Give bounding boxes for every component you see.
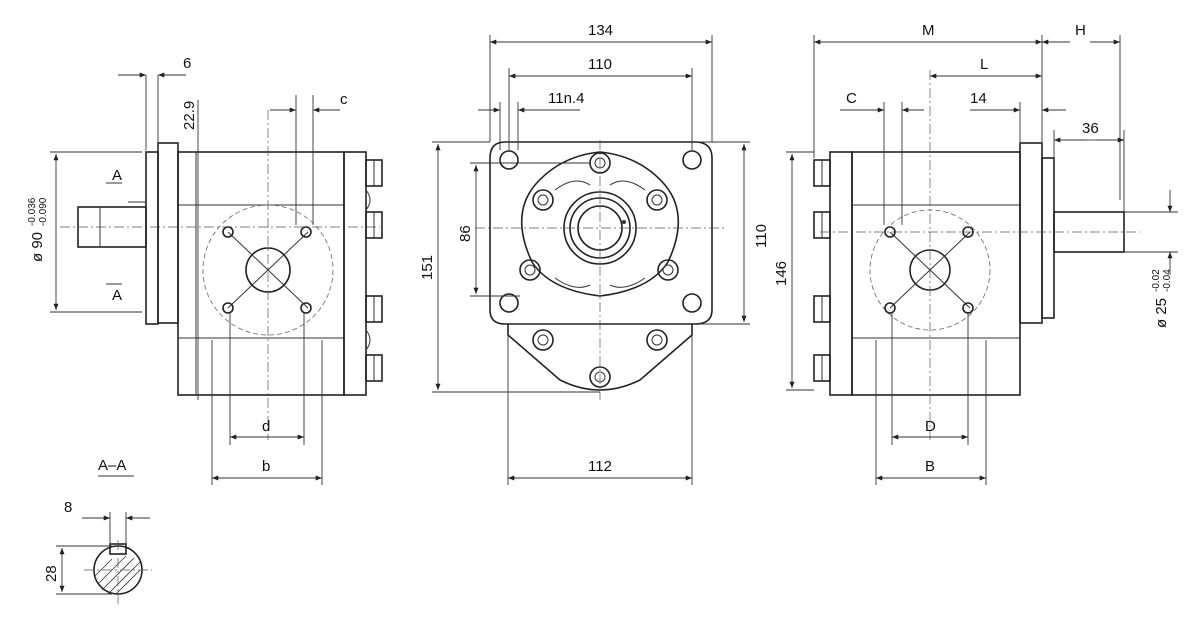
dim-112: 112 — [588, 458, 612, 475]
right-side-view: M H L C 14 36 146 — [773, 22, 1178, 485]
dim-shaft-diameter-left: ø 90 -0.036 -0.090 — [27, 197, 49, 262]
front-bolt-holes — [519, 152, 679, 388]
front-shaft-bore — [563, 191, 637, 265]
dim-c: c — [340, 91, 348, 108]
front-housing-lobes — [520, 151, 680, 297]
dim-36: 36 — [1082, 120, 1099, 137]
front-flange-plate — [489, 141, 713, 325]
section-marker-top: A — [112, 167, 122, 184]
left-end-cover — [343, 151, 367, 396]
front-lower-lobe — [507, 324, 693, 391]
dim-86: 86 — [457, 225, 474, 242]
dim-28: 28 — [43, 565, 60, 582]
dim-H: H — [1075, 22, 1086, 39]
dim-b: b — [262, 458, 270, 475]
svg-text:-0.036: -0.036 — [27, 197, 38, 226]
section-title: A–A — [98, 457, 126, 474]
dim-14: 14 — [970, 90, 987, 107]
right-pump-body — [851, 151, 1021, 396]
dim-d: d — [262, 418, 270, 435]
left-bolt-heads — [365, 159, 383, 382]
right-end-cover — [829, 151, 853, 396]
dim-151: 151 — [419, 255, 436, 280]
svg-text:-0.04: -0.04 — [1162, 269, 1173, 292]
dim-11n4: 11n.4 — [548, 90, 584, 107]
dim-B: B — [925, 458, 935, 475]
dim-110-side: 110 — [753, 224, 770, 248]
left-mount-flange — [145, 151, 159, 325]
svg-text:-0.02: -0.02 — [1151, 269, 1162, 292]
dim-L: L — [980, 56, 988, 73]
dim-6: 6 — [183, 55, 191, 72]
svg-text:ø 90: ø 90 — [29, 232, 46, 262]
right-mount-flange — [1019, 142, 1043, 324]
dim-8: 8 — [64, 499, 72, 516]
section-a-a: A–A 8 28 — [43, 457, 152, 605]
svg-text:ø 25: ø 25 — [1153, 298, 1170, 328]
dim-M: M — [922, 22, 935, 39]
svg-text:-0.090: -0.090 — [38, 197, 49, 226]
dim-shaft-diameter-right: ø 25 -0.02 -0.04 — [1151, 269, 1173, 328]
dim-C: C — [846, 90, 857, 107]
front-view: 134 110 11n.4 151 86 110 — [419, 22, 770, 485]
dim-D: D — [925, 418, 936, 435]
left-side-view: A A 6 22.9 c ø 90 -0.036 -0.090 — [27, 55, 383, 485]
dim-134: 134 — [588, 22, 613, 39]
dim-146: 146 — [773, 261, 790, 286]
dim-110-top: 110 — [588, 56, 612, 73]
section-marker-bottom: A — [112, 287, 122, 304]
dim-22-9: 22.9 — [181, 101, 198, 130]
right-bolt-heads — [813, 159, 831, 382]
